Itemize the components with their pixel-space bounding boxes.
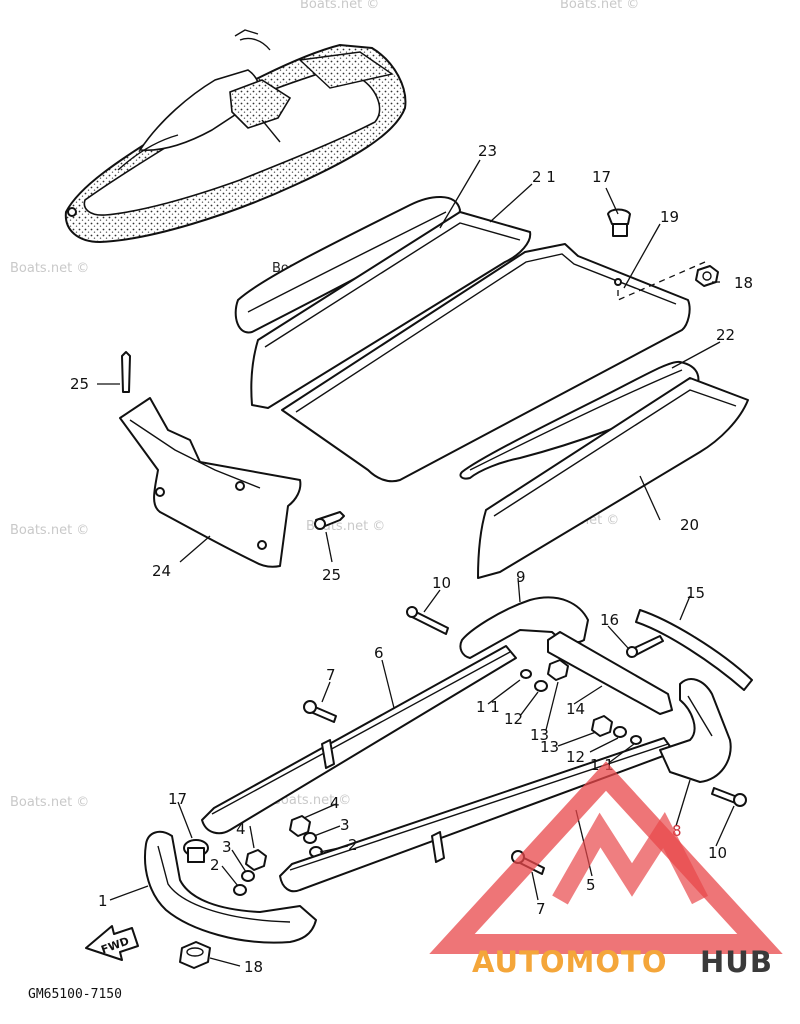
callout-22: 22	[716, 326, 735, 344]
callout-15: 15	[686, 584, 705, 602]
callouts: 23 2 1 17 19 18 22 25 24 25 20 10 9 15 1…	[70, 142, 753, 976]
callout-7: 7	[536, 900, 546, 918]
callout-3: 3	[222, 838, 232, 856]
brand-text-automoto: AUTOMOTO	[472, 945, 667, 979]
forward-arrow-icon: FWD	[85, 925, 139, 961]
watermark-text: Boats.net ©	[272, 793, 351, 808]
callout-19: 19	[660, 208, 679, 226]
rail-6[interactable]	[201, 645, 517, 835]
brand-text-hub: HUB	[700, 945, 773, 979]
callout-10: 10	[432, 574, 451, 592]
watermark-text: Boats.net ©	[10, 261, 89, 276]
callout-3: 3	[340, 816, 350, 834]
callout-13: 13	[530, 726, 549, 744]
callout-13: 13	[540, 738, 559, 756]
callout-24: 24	[152, 562, 171, 580]
callout-4: 4	[330, 794, 340, 812]
rail-fasteners	[179, 606, 747, 969]
callout-17: 17	[592, 168, 611, 186]
deck-mats	[234, 196, 749, 579]
callout-11: 1 1	[476, 698, 500, 716]
mat-21[interactable]	[250, 211, 532, 409]
callout-2: 2	[210, 856, 220, 874]
bumper-8[interactable]	[659, 678, 732, 783]
brand-logo: AUTOMOTO HUB	[429, 761, 783, 979]
callout-20: 20	[680, 516, 699, 534]
callout-25: 25	[322, 566, 341, 584]
callout-23: 23	[478, 142, 497, 160]
callout-5: 5	[586, 876, 596, 894]
rail-5[interactable]	[279, 737, 675, 893]
watermark-text: Boats.net ©	[10, 795, 89, 810]
callout-6: 6	[374, 644, 384, 662]
watermark-text: Boats.net ©	[10, 523, 89, 538]
strip-15[interactable]	[635, 609, 753, 691]
callout-17: 17	[168, 790, 187, 808]
callout-16: 16	[600, 611, 619, 629]
callout-1: 1	[98, 892, 108, 910]
callout-18: 18	[734, 274, 753, 292]
rail-14[interactable]	[547, 631, 673, 715]
callout-18: 18	[244, 958, 263, 976]
bumper-9[interactable]	[459, 596, 589, 659]
drawing-code: GM65100-7150	[28, 987, 122, 1002]
bumper-1[interactable]	[144, 830, 317, 944]
mat-19[interactable]	[281, 243, 691, 483]
callout-12: 12	[504, 710, 523, 728]
leader-lines	[97, 159, 735, 967]
mat-20[interactable]	[477, 377, 749, 579]
callout-25: 25	[70, 375, 89, 393]
callout-2: 2	[348, 836, 358, 854]
callout-14: 14	[566, 700, 585, 718]
gunwale-rails	[144, 596, 753, 944]
callout-4: 4	[236, 820, 246, 838]
watermark-text: Boats.net ©	[560, 0, 639, 12]
callout-7: 7	[326, 666, 336, 684]
callout-10: 10	[708, 844, 727, 862]
bracket-24	[119, 351, 345, 568]
callout-12: 12	[566, 748, 585, 766]
watermark-text: Boats.net ©	[300, 0, 379, 12]
callout-21: 2 1	[532, 168, 556, 186]
callout-8: 8	[672, 822, 682, 840]
watercraft-illustration	[64, 29, 407, 244]
callout-9: 9	[516, 568, 526, 586]
